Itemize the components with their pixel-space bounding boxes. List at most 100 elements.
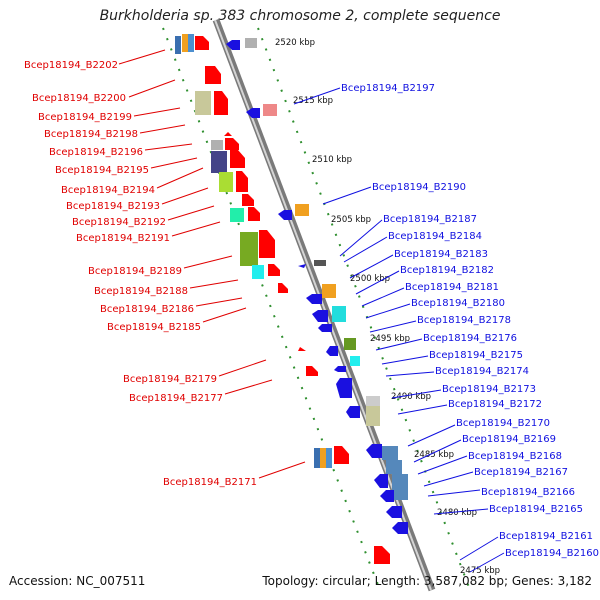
gene-label-left[interactable]: Bcep18194_B2199 xyxy=(38,112,132,123)
gene-block[interactable] xyxy=(195,91,211,115)
gene-label-right[interactable]: Bcep18194_B2161 xyxy=(499,531,593,542)
gene-block[interactable] xyxy=(314,260,326,266)
gene-label-right[interactable]: Bcep18194_B2182 xyxy=(400,265,494,276)
gene-arrow[interactable] xyxy=(268,264,280,276)
gene-label-right[interactable]: Bcep18194_B2168 xyxy=(468,451,562,462)
gene-arrow[interactable] xyxy=(214,91,228,115)
gene-label-left[interactable]: Bcep18194_B2200 xyxy=(32,93,126,104)
gene-arrow[interactable] xyxy=(334,366,346,372)
gene-arrow[interactable] xyxy=(374,546,390,564)
gene-label-left[interactable]: Bcep18194_B2194 xyxy=(61,185,155,196)
gene-arrow[interactable] xyxy=(306,294,322,304)
gene-label-right[interactable]: Bcep18194_B2178 xyxy=(417,315,511,326)
gene-block[interactable] xyxy=(344,338,356,350)
gene-block[interactable] xyxy=(188,34,194,52)
gene-block[interactable] xyxy=(382,446,398,460)
gene-arrow[interactable] xyxy=(312,310,328,322)
gene-arrow[interactable] xyxy=(298,264,306,268)
gene-arrow[interactable] xyxy=(386,506,402,518)
gene-arrow[interactable] xyxy=(242,194,254,206)
gene-label-right[interactable]: Bcep18194_B2167 xyxy=(474,467,568,478)
gene-block[interactable] xyxy=(366,396,380,406)
gene-label-left[interactable]: Bcep18194_B2185 xyxy=(107,322,201,333)
gene-arrow[interactable] xyxy=(334,446,349,464)
gene-label-right[interactable]: Bcep18194_B2190 xyxy=(372,182,466,193)
gene-label-left[interactable]: Bcep18194_B2196 xyxy=(49,147,143,158)
gene-block[interactable] xyxy=(322,284,336,298)
gene-arrow[interactable] xyxy=(318,324,332,332)
gene-label-left[interactable]: Bcep18194_B2191 xyxy=(76,233,170,244)
gene-block[interactable] xyxy=(332,306,346,322)
gene-arrow[interactable] xyxy=(278,210,292,220)
gene-label-left[interactable]: Bcep18194_B2189 xyxy=(88,266,182,277)
gene-label-right[interactable]: Bcep18194_B2160 xyxy=(505,548,599,559)
gene-block[interactable] xyxy=(252,265,264,279)
gene-label-left[interactable]: Bcep18194_B2198 xyxy=(44,129,138,140)
gene-block[interactable] xyxy=(314,448,320,468)
gene-arrow[interactable] xyxy=(326,346,338,356)
gene-label-left[interactable]: Bcep18194_B2177 xyxy=(129,393,223,404)
gene-arrow[interactable] xyxy=(374,474,388,488)
gene-arrow[interactable] xyxy=(195,36,209,50)
gene-label-left[interactable]: Bcep18194_B2202 xyxy=(24,60,118,71)
gene-arrow[interactable] xyxy=(366,444,382,458)
gene-label-right[interactable]: Bcep18194_B2174 xyxy=(435,366,529,377)
gene-label-left[interactable]: Bcep18194_B2171 xyxy=(163,477,257,488)
gene-block[interactable] xyxy=(230,208,244,222)
gene-label-right[interactable]: Bcep18194_B2169 xyxy=(462,434,556,445)
gene-label-right[interactable]: Bcep18194_B2173 xyxy=(442,384,536,395)
accession-label: Accession: NC_007511 xyxy=(9,574,146,588)
gene-arrow[interactable] xyxy=(205,66,221,84)
gene-block[interactable] xyxy=(366,406,380,426)
gene-label-right[interactable]: Bcep18194_B2175 xyxy=(429,350,523,361)
gene-block[interactable] xyxy=(295,204,309,216)
leader-line xyxy=(202,307,247,323)
gene-label-right[interactable]: Bcep18194_B2176 xyxy=(423,333,517,344)
gene-label-right[interactable]: Bcep18194_B2187 xyxy=(383,214,477,225)
gene-label-right[interactable]: Bcep18194_B2197 xyxy=(341,83,435,94)
gene-block[interactable] xyxy=(263,104,277,116)
gene-arrow[interactable] xyxy=(392,522,408,534)
gene-block[interactable] xyxy=(219,172,233,192)
gene-label-right[interactable]: Bcep18194_B2165 xyxy=(489,504,583,515)
leader-line xyxy=(139,124,186,134)
gene-block[interactable] xyxy=(392,474,408,500)
gene-arrow[interactable] xyxy=(346,406,360,418)
gene-arrow[interactable] xyxy=(230,150,245,168)
gene-arrow[interactable] xyxy=(298,347,306,351)
gene-label-left[interactable]: Bcep18194_B2195 xyxy=(55,165,149,176)
gene-block[interactable] xyxy=(240,232,258,266)
gene-label-left[interactable]: Bcep18194_B2192 xyxy=(72,217,166,228)
gene-block[interactable] xyxy=(386,460,402,474)
gene-block[interactable] xyxy=(350,356,360,366)
gene-block[interactable] xyxy=(320,448,326,468)
gene-label-left[interactable]: Bcep18194_B2179 xyxy=(123,374,217,385)
gene-block[interactable] xyxy=(211,151,227,173)
gene-arrow[interactable] xyxy=(336,378,352,398)
gene-label-right[interactable]: Bcep18194_B2180 xyxy=(411,298,505,309)
gene-block[interactable] xyxy=(182,34,188,52)
gene-arrow[interactable] xyxy=(225,138,239,150)
gene-arrow[interactable] xyxy=(224,132,232,136)
gene-arrow[interactable] xyxy=(236,171,248,192)
gene-label-left[interactable]: Bcep18194_B2188 xyxy=(94,286,188,297)
gene-label-right[interactable]: Bcep18194_B2172 xyxy=(448,399,542,410)
gene-block[interactable] xyxy=(211,140,223,150)
gene-arrow[interactable] xyxy=(246,108,260,118)
gene-arrow[interactable] xyxy=(380,490,394,502)
gene-label-right[interactable]: Bcep18194_B2183 xyxy=(394,249,488,260)
gene-label-left[interactable]: Bcep18194_B2193 xyxy=(66,201,160,212)
gene-arrow[interactable] xyxy=(248,207,260,221)
gene-arrow[interactable] xyxy=(306,366,318,376)
gene-label-right[interactable]: Bcep18194_B2166 xyxy=(481,487,575,498)
gene-label-right[interactable]: Bcep18194_B2184 xyxy=(388,231,482,242)
gene-label-left[interactable]: Bcep18194_B2186 xyxy=(100,304,194,315)
gene-arrow[interactable] xyxy=(278,283,288,293)
gene-arrow[interactable] xyxy=(259,230,275,258)
gene-label-right[interactable]: Bcep18194_B2170 xyxy=(456,418,550,429)
gene-arrow[interactable] xyxy=(226,40,240,50)
gene-block[interactable] xyxy=(245,38,257,48)
gene-block[interactable] xyxy=(175,36,181,54)
gene-label-right[interactable]: Bcep18194_B2181 xyxy=(405,282,499,293)
gene-block[interactable] xyxy=(326,448,332,468)
